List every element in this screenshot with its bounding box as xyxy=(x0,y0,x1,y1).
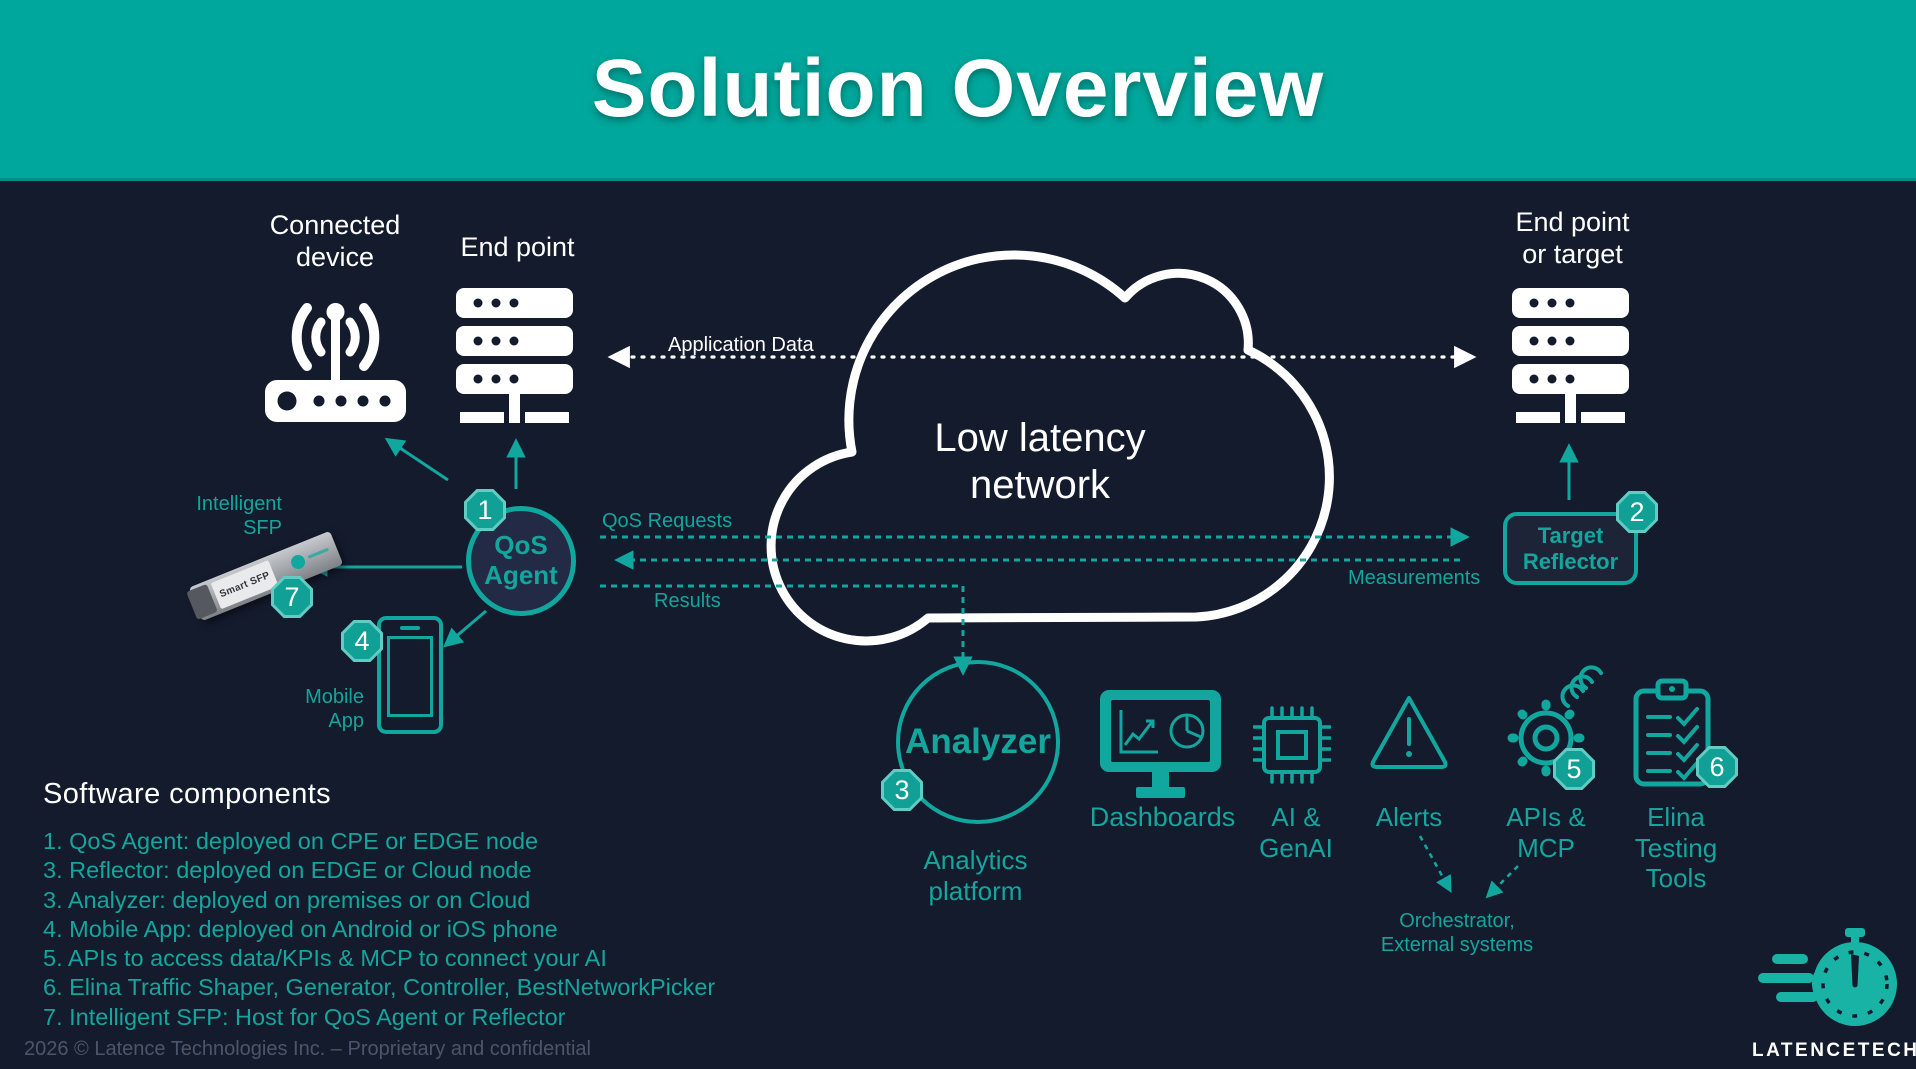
sfp-module-label: Smart SFP xyxy=(210,560,279,610)
wireless-router-icon xyxy=(265,303,406,422)
apis-mcp-label: APIs & MCP xyxy=(1506,802,1586,863)
list-item: 4. Mobile App: deployed on Android or iO… xyxy=(43,915,558,942)
mobile-phone-icon xyxy=(377,616,443,734)
badge-3: 3 xyxy=(881,769,923,811)
badge-5-fill xyxy=(1556,751,1592,787)
list-item: 7. Intelligent SFP: Host for QoS Agent o… xyxy=(43,1003,566,1030)
sfp-module-body: Smart SFP xyxy=(186,530,344,622)
qos-requests-label: QoS Requests xyxy=(602,510,733,532)
endpoint-left-label: End point xyxy=(460,232,575,262)
badge-1-fill xyxy=(467,492,503,528)
list-item: 3. Reflector: deployed on EDGE or Cloud … xyxy=(43,857,532,884)
badge-6-fill xyxy=(1699,749,1735,785)
measurements-label: Measurements xyxy=(1348,567,1481,589)
results-line xyxy=(600,584,973,676)
alert-triangle-icon xyxy=(1370,696,1448,769)
phone-speaker xyxy=(400,626,420,630)
badge-4: 4 xyxy=(341,620,383,662)
orchestrator-label: Orchestrator, External systems xyxy=(1380,910,1534,956)
badge-6: 6 xyxy=(1696,746,1738,788)
latencetech-stopwatch-logo xyxy=(1758,928,1897,1026)
elina-clipboard-icon xyxy=(1633,678,1711,787)
badge-7: 7 xyxy=(271,576,313,618)
sfp-label-line xyxy=(307,547,330,559)
badge-5: 5 xyxy=(1553,748,1595,790)
arrow-qos-to-mobile xyxy=(443,609,487,648)
sfp-logo-dot xyxy=(288,552,308,572)
cloud-outline xyxy=(766,250,1334,646)
software-components-title: Software components xyxy=(43,778,332,810)
ai-chip-icon xyxy=(1253,706,1331,784)
list-item: 6. Elina Traffic Shaper, Generator, Cont… xyxy=(43,974,716,1001)
sfp-module-image: Smart SFP xyxy=(178,518,353,638)
badge-2: 2 xyxy=(1616,491,1658,533)
qos-agent-node: QoS Agent xyxy=(466,506,576,616)
dashboards-label: Dashboards xyxy=(1089,802,1236,832)
intelligent-sfp-label: Intelligent SFP xyxy=(196,493,282,539)
badge-4-fill xyxy=(344,623,380,659)
list-item: 1. QoS Agent: deployed on CPE or EDGE no… xyxy=(43,828,539,854)
badge-7-fill xyxy=(274,579,310,615)
server-right-icon xyxy=(1512,288,1629,423)
server-left-icon xyxy=(456,288,573,423)
software-components-list: 1. QoS Agent: deployed on CPE or EDGE no… xyxy=(43,827,715,1032)
connected-device-label: Connected device xyxy=(269,210,401,272)
analytics-platform-label: Analytics platform xyxy=(923,845,1028,906)
phone-screen xyxy=(387,636,433,717)
arrow-apis-to-orchestrator xyxy=(1485,865,1519,899)
results-label: Results xyxy=(654,590,721,612)
brand-wordmark: LATENCETECH xyxy=(1752,1040,1916,1061)
endpoint-right-label: End point or target xyxy=(1515,207,1630,269)
elina-tools-label: Elina Testing Tools xyxy=(1634,802,1718,894)
cloud-label: Low latency network xyxy=(934,416,1146,508)
arrow-qos-to-device xyxy=(384,437,449,482)
target-reflector-node: Target Reflector xyxy=(1503,512,1638,585)
ai-genai-label: AI & GenAI xyxy=(1259,802,1333,863)
dashboards-monitor-icon xyxy=(1100,690,1221,798)
software-components-section: Software components 1. QoS Agent: deploy… xyxy=(43,778,715,1032)
application-data-label: Application Data xyxy=(668,334,814,356)
page-title: Solution Overview xyxy=(591,43,1325,134)
copyright-text: 2026 © Latence Technologies Inc. – Propr… xyxy=(24,1038,591,1060)
badge-1: 1 xyxy=(464,489,506,531)
arrow-alerts-to-orchestrator xyxy=(1418,835,1452,893)
mobile-app-label: Mobile App xyxy=(305,686,364,732)
alerts-label: Alerts xyxy=(1375,802,1443,832)
list-item: 5. APIs to access data/KPIs & MCP to con… xyxy=(43,945,607,972)
header-band: Solution Overview xyxy=(0,0,1916,181)
analyzer-node: Analyzer xyxy=(896,660,1060,824)
badge-2-fill xyxy=(1619,494,1655,530)
list-item: 3. Analyzer: deployed on premises or on … xyxy=(43,886,531,913)
badge-3-fill xyxy=(884,772,920,808)
